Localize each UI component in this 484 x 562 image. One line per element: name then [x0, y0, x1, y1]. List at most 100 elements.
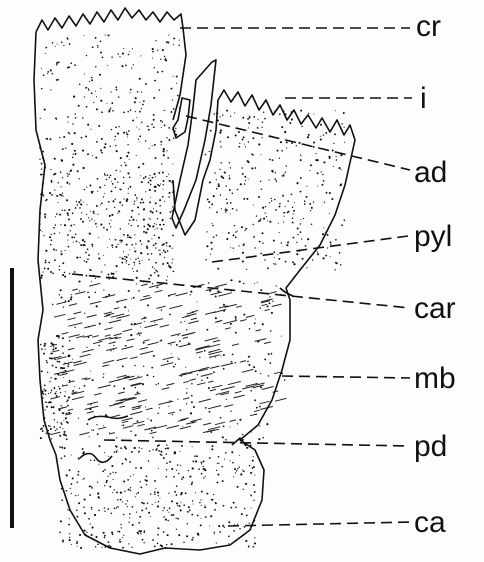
- stipple-dot: [55, 224, 57, 226]
- stipple-dot: [230, 323, 232, 325]
- stipple-dot: [163, 154, 165, 156]
- leader-pd: [104, 440, 408, 446]
- stipple-dot: [50, 244, 52, 246]
- hatch-stroke: [188, 321, 198, 324]
- stipple-dot: [143, 208, 145, 210]
- stipple-dot: [170, 218, 172, 220]
- stipple-dot: [208, 282, 209, 283]
- stipple-dot: [76, 542, 78, 544]
- stipple-dot: [248, 356, 250, 358]
- stipple-dot: [233, 234, 235, 236]
- stipple-dot: [253, 366, 255, 368]
- stipple-dot: [44, 343, 46, 345]
- stipple-dot: [262, 323, 264, 325]
- hatch-stroke: [56, 302, 66, 305]
- stipple-dot: [146, 374, 148, 376]
- stipple-dot: [308, 134, 310, 136]
- stipple-dot: [83, 202, 84, 203]
- stipple-dot: [135, 468, 136, 469]
- stipple-dot: [58, 61, 60, 63]
- stipple-dot: [179, 505, 181, 507]
- stipple-dot: [50, 377, 51, 378]
- stipple-dot: [153, 244, 155, 246]
- stipple-dot: [67, 405, 69, 407]
- hatch-stroke: [228, 381, 241, 384]
- stipple-dot: [55, 117, 57, 119]
- stipple-dot: [244, 144, 245, 145]
- stipple-dot: [71, 236, 73, 238]
- stipple-dot: [91, 487, 93, 489]
- stipple-dot: [200, 518, 201, 519]
- stipple-dot: [91, 429, 92, 430]
- stipple-dot: [135, 259, 137, 261]
- stipple-dot: [116, 507, 117, 508]
- stipple-dot: [101, 202, 103, 204]
- stipple-dot: [153, 355, 155, 357]
- stipple-dot: [143, 366, 144, 367]
- hatch-stroke: [109, 320, 121, 323]
- stipple-dot: [82, 117, 84, 119]
- stipple-dot: [221, 162, 223, 164]
- stipple-dot: [233, 247, 235, 249]
- stipple-dot: [249, 116, 251, 118]
- stipple-dot: [224, 459, 225, 460]
- stipple-dot: [219, 531, 221, 533]
- stipple-dot: [164, 124, 166, 126]
- stipple-dot: [322, 233, 324, 235]
- stipple-dot: [135, 496, 136, 497]
- stipple-dot: [74, 64, 76, 66]
- stipple-dot: [267, 305, 269, 307]
- stipple-dot: [207, 198, 209, 200]
- stipple-dot: [136, 391, 138, 393]
- stipple-dot: [140, 240, 141, 241]
- stipple-dot: [112, 492, 113, 493]
- stipple-dot: [42, 430, 44, 432]
- stipple-dot: [146, 484, 147, 485]
- stipple-dot: [176, 529, 177, 530]
- stipple-dot: [67, 234, 69, 236]
- stipple-dot: [261, 188, 263, 190]
- stipple-dot: [335, 239, 337, 241]
- stipple-dot: [111, 512, 113, 514]
- stipple-dot: [148, 129, 150, 131]
- stipple-dot: [92, 155, 93, 156]
- hatch-stroke: [104, 312, 112, 314]
- stipple-dot: [88, 254, 90, 256]
- stipple-dot: [260, 289, 262, 291]
- stipple-dot: [123, 112, 125, 114]
- stipple-dot: [128, 522, 129, 523]
- stipple-dot: [164, 257, 165, 258]
- stipple-dot: [154, 480, 156, 482]
- stipple-dot: [172, 206, 173, 207]
- stipple-dot: [192, 537, 194, 539]
- stipple-dot: [225, 185, 226, 186]
- stipple-dot: [196, 301, 197, 302]
- hatch-stroke: [137, 424, 145, 426]
- stipple-dot: [56, 64, 57, 65]
- stipple-dot: [293, 237, 295, 239]
- stipple-dot: [64, 367, 66, 369]
- stipple-dot: [180, 502, 181, 503]
- stipple-dot: [249, 523, 250, 524]
- stipple-dot: [208, 387, 210, 389]
- stipple-dot: [160, 250, 161, 251]
- stipple-dot: [123, 234, 125, 236]
- stipple-dot: [213, 195, 215, 197]
- hatch-stroke: [205, 338, 218, 341]
- stipple-dot: [231, 361, 233, 363]
- stipple-dot: [226, 202, 228, 204]
- stipple-dot: [235, 472, 236, 473]
- stipple-dot: [127, 152, 129, 154]
- stipple-dot: [41, 370, 43, 372]
- stipple-dot: [106, 179, 108, 181]
- stipple-dot: [118, 531, 120, 533]
- stipple-dot: [143, 231, 145, 233]
- hatch-stroke: [111, 415, 120, 417]
- stipple-dot: [52, 273, 54, 275]
- stipple-dot: [141, 91, 142, 92]
- stipple-dot: [88, 296, 90, 298]
- stipple-dot: [336, 159, 338, 161]
- stipple-dot: [343, 112, 345, 114]
- stipple-dot: [157, 412, 159, 414]
- stipple-dot: [220, 141, 222, 143]
